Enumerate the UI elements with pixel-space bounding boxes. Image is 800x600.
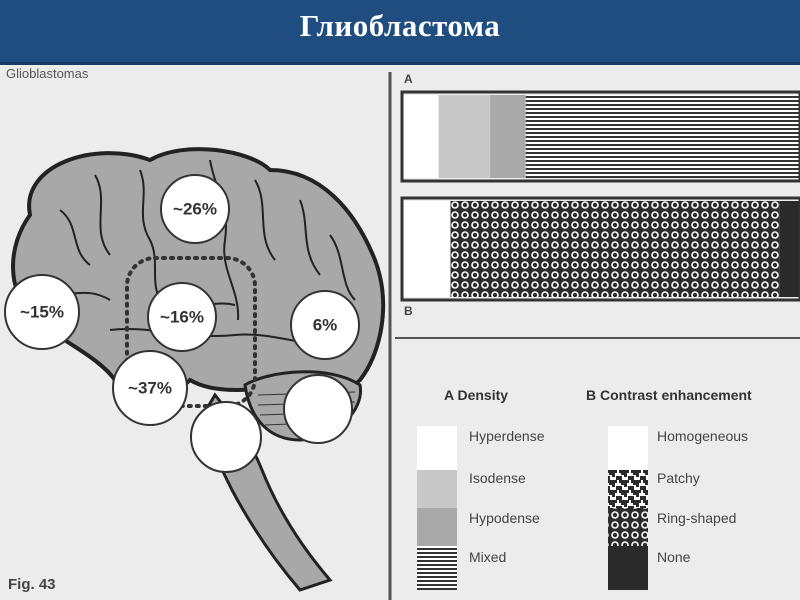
bar-a-label: A — [404, 72, 413, 86]
bar-a-hyperdense — [403, 95, 439, 178]
legend-enhancement-swatches — [608, 426, 648, 590]
region-cerebellum-circle — [283, 374, 353, 444]
title-bar: Глиобластома — [0, 0, 800, 65]
region-frontal-circle: ~15% — [4, 274, 80, 350]
legend-density-swatches — [417, 426, 457, 590]
figure-caption-top: Glioblastomas — [6, 66, 89, 81]
region-top-circle: ~26% — [160, 174, 230, 244]
region-frontal-label: ~15% — [20, 302, 64, 321]
legend-density-heading: A Density — [444, 387, 509, 403]
region-occipital-label: 6% — [313, 315, 338, 334]
legend-homogeneous: Homogeneous — [657, 428, 749, 444]
legend-ring-shaped: Ring-shaped — [657, 510, 737, 526]
bar-a-density — [400, 90, 800, 183]
legend-none: None — [657, 549, 691, 565]
region-temporal-label: ~37% — [128, 378, 172, 397]
region-central-circle: ~16% — [147, 282, 217, 352]
region-top-label: ~26% — [173, 199, 217, 218]
bar-a-hypodense — [490, 95, 526, 178]
bar-b-label: B — [404, 304, 413, 318]
region-brainstem-circle — [190, 401, 262, 473]
bar-a-mixed — [525, 95, 799, 178]
region-central-label: ~16% — [160, 307, 204, 326]
bar-a-isodense — [438, 95, 491, 178]
legend-enhancement-heading: B Contrast enhancement — [586, 387, 752, 403]
legend-isodense: Isodense — [469, 470, 526, 486]
bar-b-none — [779, 201, 799, 297]
deep-region-outline — [125, 256, 257, 408]
region-occipital-circle: 6% — [290, 290, 360, 360]
brain-illustration: ~26% ~15% ~16% 6% ~37% — [4, 147, 386, 592]
legend-hyperdense: Hyperdense — [469, 428, 545, 444]
figure-caption-bottom: Fig. 43 — [8, 576, 56, 593]
bar-b-enhancement — [400, 196, 800, 302]
bar-b-ring-shaped — [450, 201, 780, 297]
bar-b-homogeneous — [403, 201, 451, 297]
legend-hypodense: Hypodense — [469, 510, 540, 526]
legend-mixed: Mixed — [469, 549, 507, 565]
legend-patchy: Patchy — [657, 470, 700, 486]
slide-title: Глиобластома — [299, 8, 501, 43]
region-temporal-circle: ~37% — [112, 350, 188, 426]
